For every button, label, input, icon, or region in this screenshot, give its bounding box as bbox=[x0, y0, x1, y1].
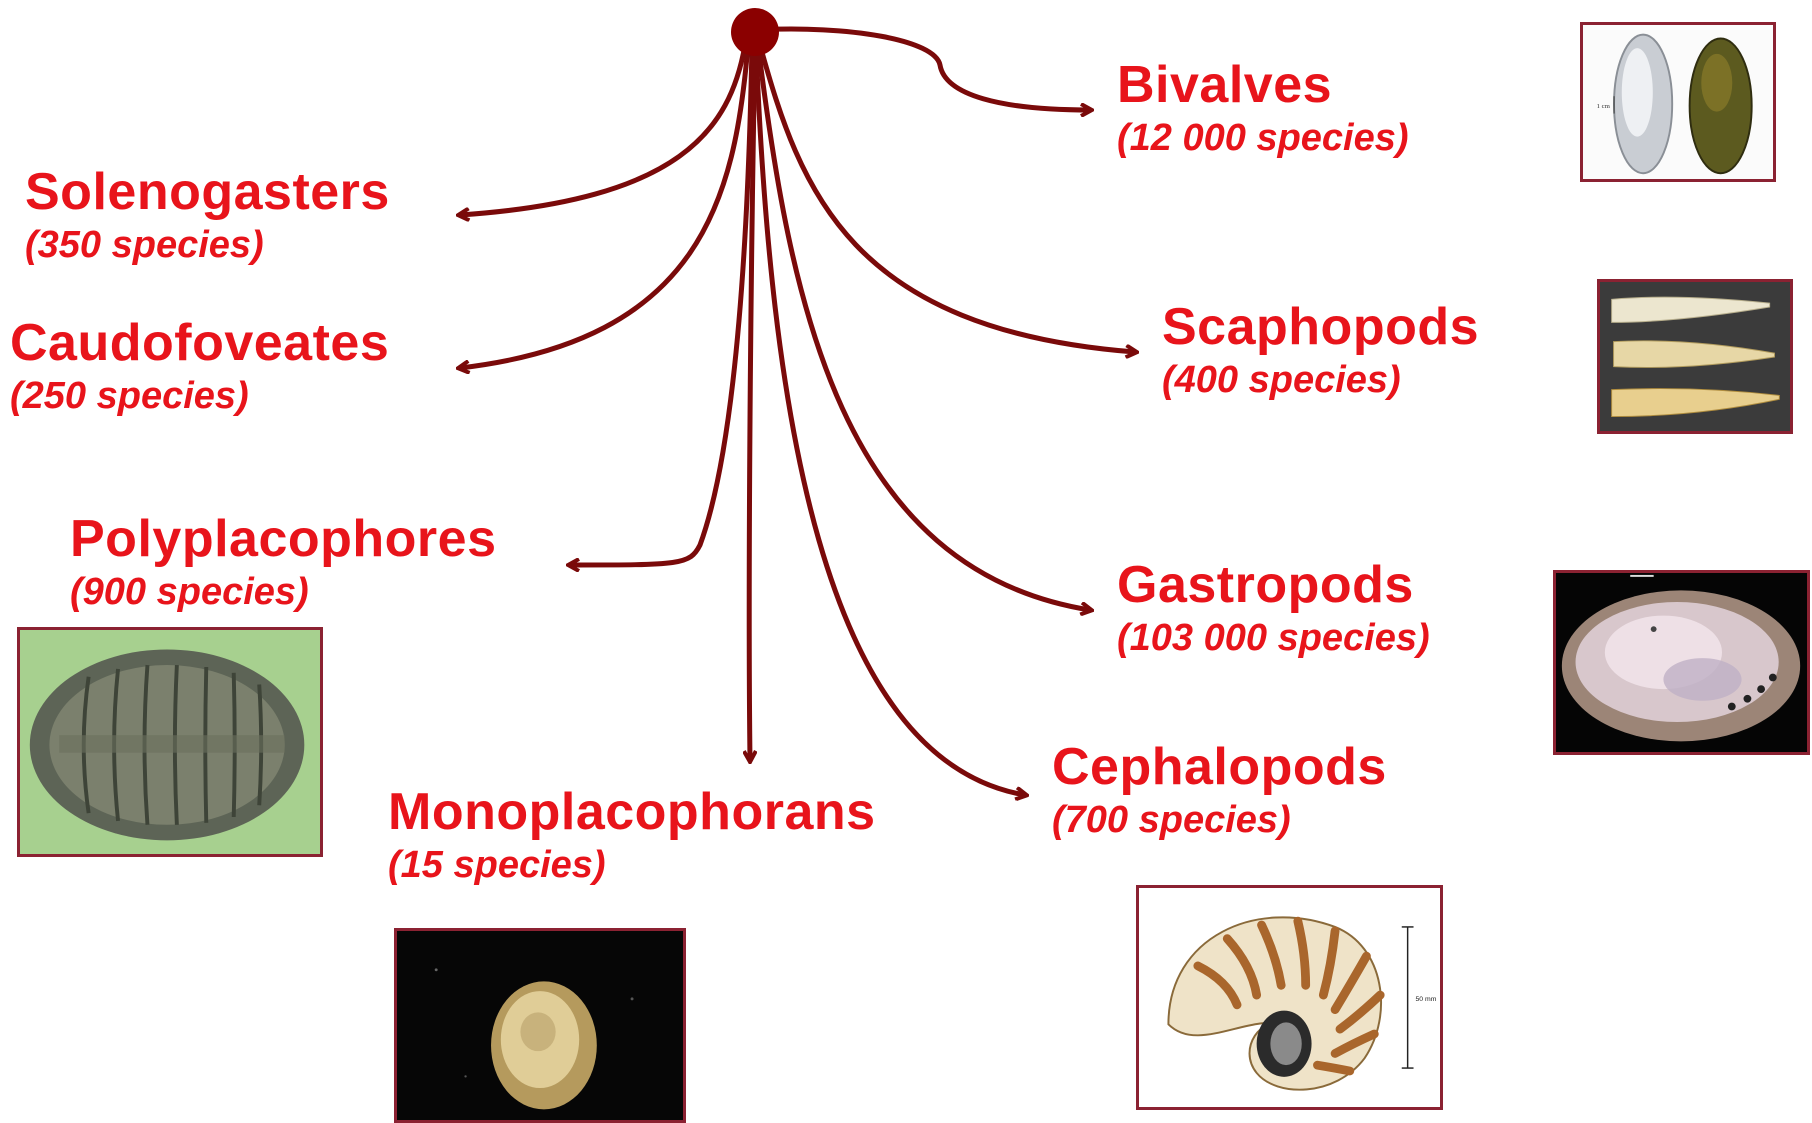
species-count: (15 species) bbox=[388, 846, 876, 886]
species-count: (250 species) bbox=[10, 377, 389, 417]
group-label-bivalves: Bivalves (12 000 species) bbox=[1117, 58, 1409, 158]
group-name: Polyplacophores bbox=[70, 512, 497, 567]
species-count: (700 species) bbox=[1052, 801, 1387, 841]
arrow-to-bivalves bbox=[755, 29, 1090, 110]
group-name: Caudofoveates bbox=[10, 316, 389, 371]
bivalve-scale-label: 1 cm bbox=[1597, 103, 1611, 110]
root-node bbox=[731, 8, 779, 56]
group-name: Monoplacophorans bbox=[388, 785, 876, 840]
species-count: (12 000 species) bbox=[1117, 119, 1409, 159]
arrow-to-caudofoveates bbox=[460, 45, 748, 368]
group-label-solenogasters: Solenogasters (350 species) bbox=[25, 165, 390, 265]
arrow-to-solenogasters bbox=[460, 45, 745, 215]
arrow-to-scaphopods bbox=[760, 45, 1135, 352]
nautilus-scale-label: 50 mm bbox=[1415, 996, 1436, 1003]
group-name: Scaphopods bbox=[1162, 300, 1479, 355]
species-count: (350 species) bbox=[25, 226, 390, 266]
abalone-shell-photo bbox=[1553, 570, 1810, 755]
group-name: Gastropods bbox=[1117, 558, 1430, 613]
arrow-to-gastropods bbox=[758, 45, 1090, 610]
mussel-shell-photo: 1 cm bbox=[1580, 22, 1776, 182]
group-label-monoplacophorans: Monoplacophorans (15 species) bbox=[388, 785, 876, 885]
chiton-photo bbox=[17, 627, 323, 857]
arrow-to-polyplacophores bbox=[570, 45, 752, 565]
group-label-cephalopods: Cephalopods (700 species) bbox=[1052, 740, 1387, 840]
group-name: Bivalves bbox=[1117, 58, 1409, 113]
group-label-scaphopods: Scaphopods (400 species) bbox=[1162, 300, 1479, 400]
group-name: Solenogasters bbox=[25, 165, 390, 220]
tusk-shell-photo bbox=[1597, 279, 1793, 434]
species-count: (400 species) bbox=[1162, 361, 1479, 401]
group-label-gastropods: Gastropods (103 000 species) bbox=[1117, 558, 1430, 658]
nautilus-shell-photo: 50 mm bbox=[1136, 885, 1443, 1110]
group-name: Cephalopods bbox=[1052, 740, 1387, 795]
group-label-caudofoveates: Caudofoveates (250 species) bbox=[10, 316, 389, 416]
monoplacophoran-photo bbox=[394, 928, 686, 1123]
group-label-polyplacophores: Polyplacophores (900 species) bbox=[70, 512, 497, 612]
species-count: (103 000 species) bbox=[1117, 619, 1430, 659]
species-count: (900 species) bbox=[70, 573, 497, 613]
